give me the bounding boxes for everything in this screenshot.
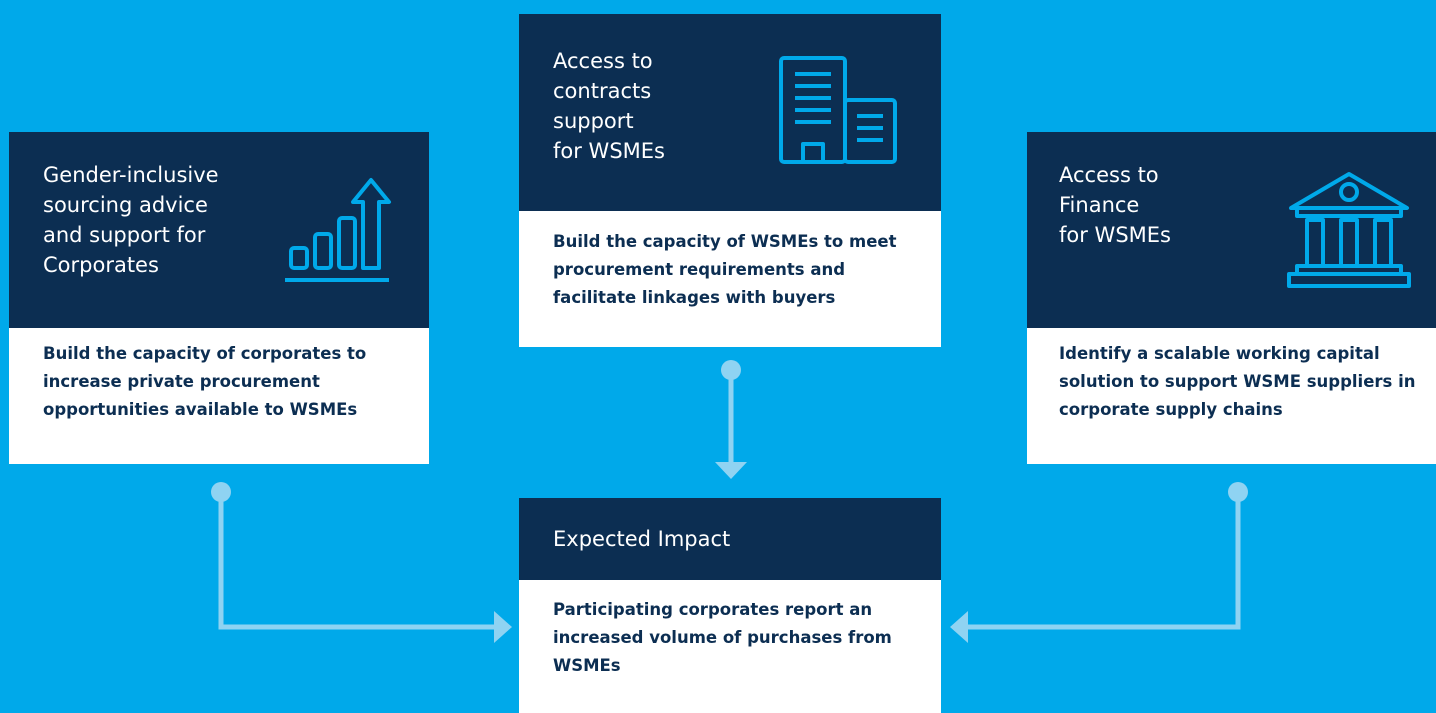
card-corporates-description: Build the capacity of corporates to incr…	[43, 344, 367, 419]
arrow-corporates-to-impact	[218, 494, 496, 630]
card-impact-header: Expected Impact	[519, 498, 941, 580]
card-finance-title: Access to Finance for WSMEs	[1059, 160, 1436, 250]
title-line: for WSMEs	[553, 139, 665, 163]
card-corporates-title: Gender-inclusive sourcing advice and sup…	[43, 160, 429, 280]
card-impact-title: Expected Impact	[553, 527, 731, 551]
card-impact: Expected Impact Participating corporates…	[519, 498, 941, 713]
card-impact-description: Participating corporates report an incre…	[553, 600, 892, 675]
arrowhead-down	[715, 462, 747, 479]
title-line: Finance	[1059, 193, 1140, 217]
card-corporates-header: Gender-inclusive sourcing advice and sup…	[9, 132, 429, 328]
card-corporates-body: Build the capacity of corporates to incr…	[9, 328, 429, 464]
arrowhead-left	[950, 611, 968, 643]
connector-dot-left	[211, 482, 231, 502]
title-line: contracts	[553, 79, 652, 103]
title-line: Access to	[553, 49, 653, 73]
card-contracts-header: Access to contracts support for WSMEs	[519, 14, 941, 211]
title-line: support	[553, 109, 634, 133]
title-line: sourcing advice	[43, 193, 208, 217]
card-impact-body: Participating corporates report an incre…	[519, 580, 941, 713]
title-line: for WSMEs	[1059, 223, 1171, 247]
card-contracts-title: Access to contracts support for WSMEs	[553, 46, 941, 166]
connector-dot-right	[1228, 482, 1248, 502]
bank-icon	[1287, 172, 1411, 288]
card-finance-description: Identify a scalable working capital solu…	[1059, 344, 1416, 419]
title-line: and support for	[43, 223, 206, 247]
card-contracts-description: Build the capacity of WSMEs to meet proc…	[553, 232, 897, 307]
card-finance-header: Access to Finance for WSMEs	[1027, 132, 1436, 328]
arrow-finance-to-impact	[966, 494, 1241, 630]
card-contracts-body: Build the capacity of WSMEs to meet proc…	[519, 211, 941, 347]
title-line: Corporates	[43, 253, 159, 277]
title-line: Access to	[1059, 163, 1159, 187]
card-finance-body: Identify a scalable working capital solu…	[1027, 328, 1436, 464]
connector-dot-top	[721, 360, 741, 380]
title-line: Gender-inclusive	[43, 163, 219, 187]
card-corporates: Gender-inclusive sourcing advice and sup…	[9, 132, 429, 464]
arrowhead-right	[494, 611, 512, 643]
card-contracts: Access to contracts support for WSMEs Bu…	[519, 14, 941, 347]
card-finance: Access to Finance for WSMEs Identify a s…	[1027, 132, 1436, 464]
growth-bar-chart-icon	[285, 178, 391, 282]
office-building-icon	[779, 56, 897, 164]
